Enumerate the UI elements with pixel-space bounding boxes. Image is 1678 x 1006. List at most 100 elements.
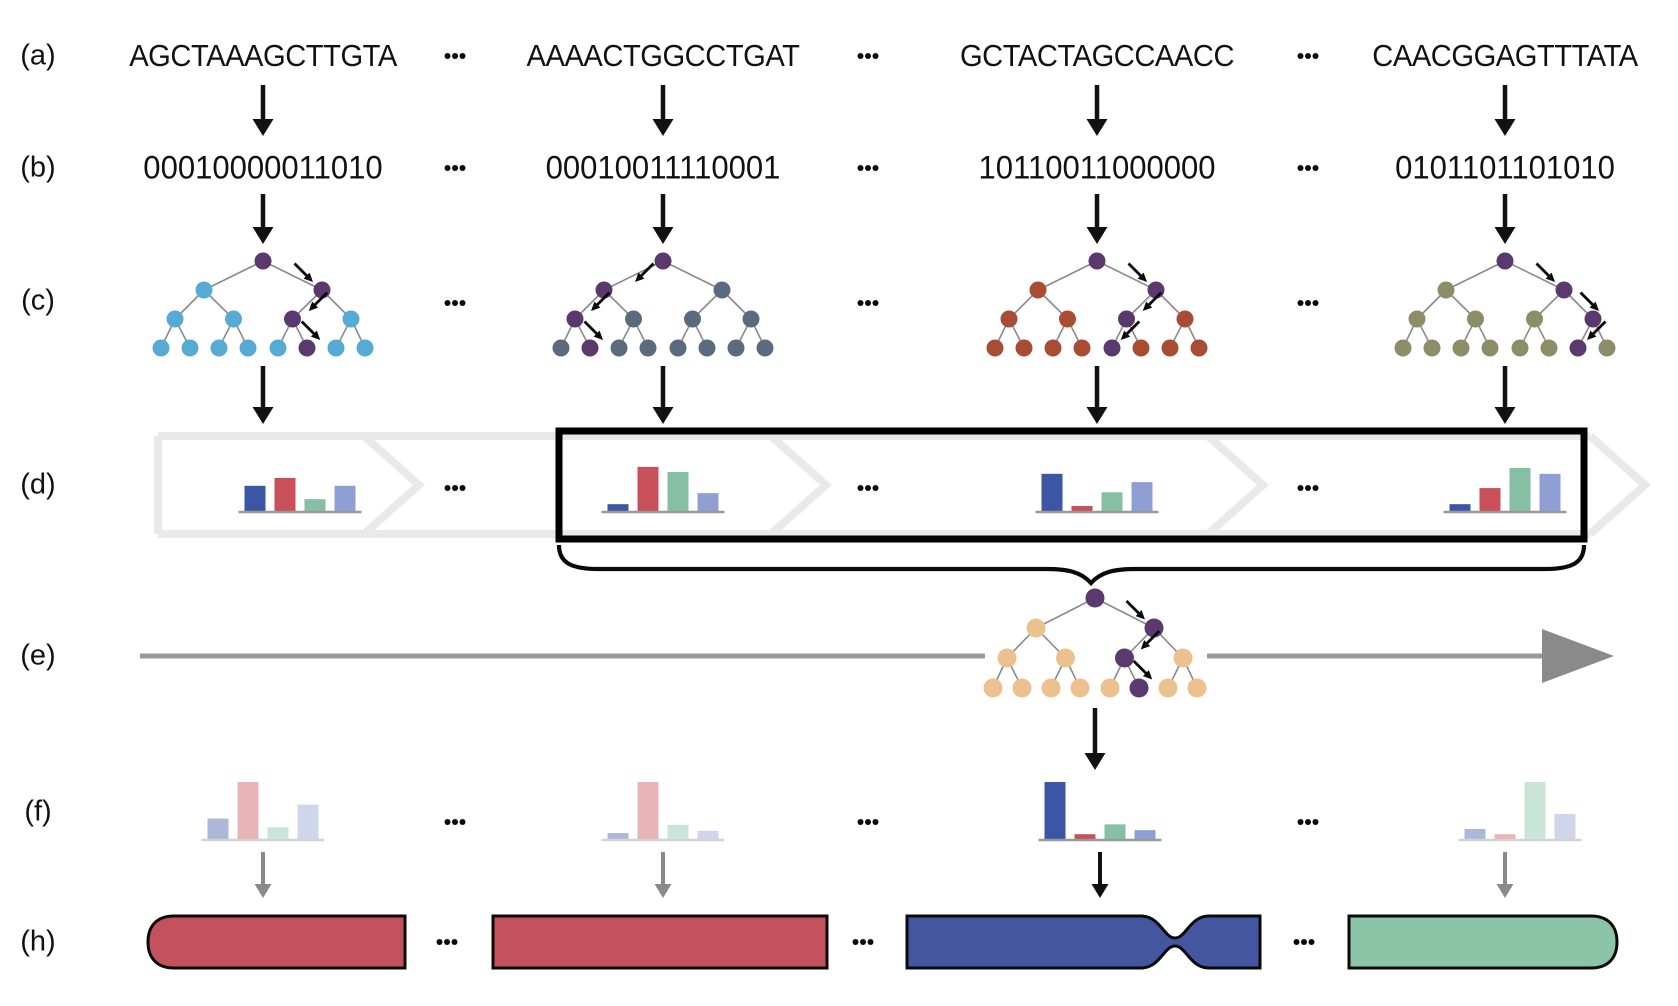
arrow-shaft bbox=[1125, 600, 1140, 615]
arrow-shaft bbox=[260, 194, 266, 227]
ellipsis-dots bbox=[1297, 53, 1319, 59]
tree-node bbox=[684, 310, 701, 328]
tree-edge bbox=[603, 260, 664, 291]
dot bbox=[872, 165, 879, 171]
bar bbox=[697, 830, 719, 840]
ellipsis-dots bbox=[444, 819, 466, 825]
dot bbox=[1301, 939, 1307, 945]
arrow-shaft bbox=[1094, 194, 1100, 227]
arrow-shaft bbox=[1098, 852, 1102, 884]
tree-node bbox=[1408, 310, 1426, 328]
dot bbox=[1297, 165, 1304, 171]
traversal-arrow-icon bbox=[1579, 291, 1599, 311]
dot bbox=[872, 53, 879, 59]
arrow-shaft bbox=[1125, 320, 1141, 335]
bar bbox=[274, 477, 296, 512]
dot bbox=[444, 939, 450, 945]
dot bbox=[1305, 53, 1311, 59]
chevron-divider bbox=[768, 433, 833, 537]
tree-node bbox=[698, 339, 716, 357]
tree-node bbox=[239, 339, 257, 357]
dot bbox=[452, 819, 458, 825]
tree-edge bbox=[1094, 597, 1155, 629]
bar bbox=[304, 499, 326, 512]
arrow-shaft bbox=[1592, 320, 1607, 335]
segment-histogram-4 bbox=[1443, 467, 1567, 514]
tree-node bbox=[327, 339, 345, 357]
ellipsis-dots bbox=[857, 300, 879, 306]
traversal-arrow-icon bbox=[635, 262, 655, 282]
chromosome-segment-1 bbox=[146, 914, 407, 970]
chevron-strip-outline bbox=[154, 432, 1590, 538]
selected-segment-tree bbox=[983, 588, 1207, 698]
arrow-f-to-h-faded bbox=[254, 852, 272, 898]
ellipsis-dots bbox=[1297, 165, 1319, 171]
dot bbox=[1305, 300, 1311, 306]
dot bbox=[857, 165, 864, 171]
arrow-shaft bbox=[1132, 660, 1148, 675]
tree-node bbox=[997, 648, 1017, 668]
arrow-shaft bbox=[661, 852, 665, 884]
arrow-head bbox=[303, 272, 313, 282]
tree-node-highlighted bbox=[284, 310, 301, 328]
binary-code-1: 00010000011010 bbox=[143, 149, 383, 186]
tree-node bbox=[152, 339, 170, 357]
arrow-shaft bbox=[640, 262, 655, 277]
bar bbox=[1509, 467, 1531, 512]
tree-node-highlighted bbox=[595, 281, 613, 299]
arrow-e-to-f bbox=[1084, 708, 1106, 770]
tree-node-highlighted bbox=[1569, 339, 1587, 357]
ellipsis-dots bbox=[857, 485, 879, 491]
ellipsis-dots bbox=[1297, 819, 1319, 825]
tree-node bbox=[756, 339, 774, 357]
tree-edge bbox=[203, 260, 264, 291]
tree-node bbox=[181, 339, 199, 357]
row-label-e: (e) bbox=[20, 639, 56, 672]
traversal-arrow-icon bbox=[1125, 600, 1145, 620]
dot bbox=[865, 485, 871, 491]
tree-node bbox=[1394, 339, 1412, 357]
tree-node-highlighted bbox=[1115, 648, 1134, 668]
tree-node bbox=[1540, 339, 1558, 357]
tree-node bbox=[225, 310, 242, 328]
arrow-c-to-d bbox=[1086, 366, 1108, 424]
bar bbox=[607, 504, 629, 512]
binary-code-2: 00010011110001 bbox=[545, 149, 781, 186]
arrow-a-to-b bbox=[652, 85, 674, 136]
tree-node bbox=[552, 339, 570, 357]
arrow-c-to-d bbox=[652, 366, 674, 424]
result-histogram-3 bbox=[1038, 782, 1162, 842]
arrow-head bbox=[1086, 407, 1108, 424]
arrow-shaft bbox=[583, 320, 598, 335]
row-label-f: (f) bbox=[24, 795, 52, 828]
tree-node bbox=[669, 339, 687, 357]
dot bbox=[872, 485, 879, 491]
dot bbox=[451, 939, 458, 945]
tree-node-highlighted bbox=[1088, 252, 1106, 270]
dot bbox=[444, 819, 451, 825]
tree-node-highlighted bbox=[1103, 339, 1121, 357]
dot bbox=[452, 300, 458, 306]
arrow-shaft bbox=[1502, 85, 1508, 119]
hamming-tree-1 bbox=[152, 252, 374, 357]
bar bbox=[297, 804, 319, 840]
traversal-arrow-icon bbox=[1142, 291, 1163, 311]
traversal-arrow-icon bbox=[591, 291, 611, 311]
tree-node bbox=[1467, 310, 1484, 328]
ellipsis-dots bbox=[444, 53, 466, 59]
arrow-head bbox=[252, 227, 274, 244]
bar bbox=[1041, 473, 1063, 512]
dot bbox=[436, 939, 443, 945]
tree-node bbox=[742, 310, 760, 328]
tree-node bbox=[1059, 310, 1076, 328]
dot bbox=[1312, 165, 1319, 171]
tree-node bbox=[1100, 678, 1120, 698]
dot bbox=[1308, 939, 1315, 945]
traversal-arrow-icon bbox=[308, 291, 329, 311]
bar bbox=[667, 824, 689, 840]
dot bbox=[1312, 819, 1319, 825]
dot bbox=[857, 53, 864, 59]
dot bbox=[852, 939, 859, 945]
chromosome-segment-4 bbox=[1347, 914, 1619, 970]
arrow-a-to-b bbox=[252, 85, 274, 136]
